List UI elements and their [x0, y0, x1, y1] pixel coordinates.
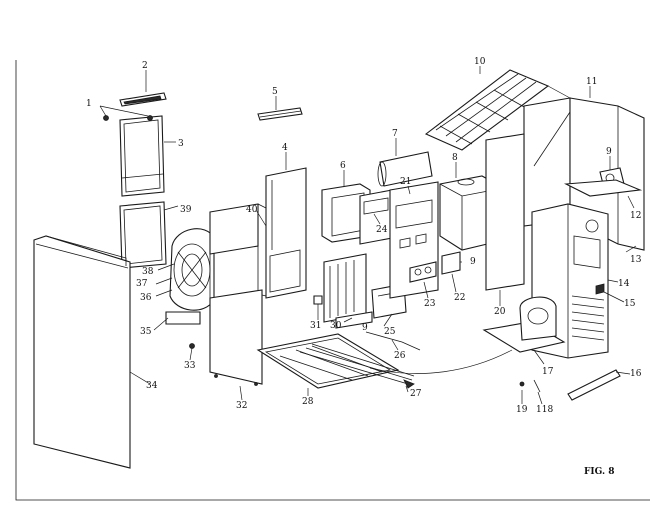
callout-28: 28 — [302, 397, 314, 407]
callout-20: 20 — [494, 307, 506, 317]
part-38-blower-assembly — [169, 228, 215, 311]
callout-11: 11 — [586, 77, 597, 87]
callout-38: 38 — [142, 267, 154, 277]
callout-9-fan: 9 — [606, 147, 612, 157]
part-31-fitting — [313, 295, 323, 305]
callout-14: 14 — [618, 279, 630, 289]
callout-9-relay: 9 — [470, 257, 476, 267]
callout-26: 26 — [394, 351, 406, 361]
part-5-bar — [257, 107, 303, 121]
callout-37: 37 — [136, 279, 148, 289]
part-32-lower-front-panel — [209, 289, 263, 386]
part-22-relay — [441, 251, 461, 275]
part-35-bracket — [165, 311, 201, 325]
callout-17: 17 — [542, 367, 554, 377]
part-24-heat-exchanger — [323, 189, 393, 323]
callout-31: 31 — [310, 321, 321, 331]
callout-12: 12 — [630, 211, 641, 221]
part-26-manifold — [365, 331, 421, 351]
callout-6: 6 — [340, 161, 346, 171]
callout-24: 24 — [376, 225, 388, 235]
callout-10: 10 — [474, 57, 486, 67]
callout-19: 19 — [516, 405, 528, 415]
part-2-top-bar — [119, 92, 167, 107]
callout-118: 118 — [536, 405, 553, 415]
callout-40: 40 — [246, 205, 258, 215]
part-1-screws — [99, 105, 153, 121]
callout-33: 33 — [184, 361, 196, 371]
callout-27: 27 — [410, 389, 422, 399]
part-23-controls — [409, 261, 437, 283]
callout-25: 25 — [384, 327, 396, 337]
part-7-flue-collector — [377, 151, 433, 187]
callout-9-bracket: 9 — [362, 323, 368, 333]
callout-34: 34 — [146, 381, 158, 391]
callout-3: 3 — [178, 139, 184, 149]
part-39-filter-panel — [119, 201, 167, 269]
part-30-bracket — [335, 311, 373, 329]
part-118-clip — [533, 379, 541, 393]
part-20-upper-panel — [485, 133, 525, 291]
callout-2: 2 — [142, 61, 148, 71]
part-40-blower-panel — [209, 203, 267, 301]
part-12-shelf — [563, 179, 643, 197]
part-17-motor-mount — [482, 296, 566, 353]
callout-30: 30 — [330, 321, 342, 331]
part-16-trim-bar — [567, 369, 621, 401]
callout-leaders — [129, 66, 637, 405]
part-33-screw — [189, 343, 195, 349]
part-27-burner-rails — [299, 343, 415, 389]
figure-frame — [15, 60, 650, 501]
callout-36: 36 — [140, 293, 152, 303]
callout-35: 35 — [140, 327, 152, 337]
callout-7: 7 — [392, 129, 398, 139]
part-34-side-panel — [33, 235, 131, 469]
callout-22: 22 — [454, 293, 465, 303]
callout-5: 5 — [272, 87, 278, 97]
callout-21: 21 — [400, 177, 411, 187]
callout-8: 8 — [452, 153, 458, 163]
callout-4: 4 — [282, 143, 288, 153]
callout-1: 1 — [86, 99, 92, 109]
part-15-handle — [595, 283, 605, 295]
callout-23: 23 — [424, 299, 436, 309]
callout-13: 13 — [630, 255, 642, 265]
wiring-leader — [369, 349, 513, 374]
leader-10-11 — [547, 85, 571, 99]
part-4-back-panel — [265, 167, 307, 299]
callout-32: 32 — [236, 401, 247, 411]
figure-label: FIG. 8 — [584, 467, 615, 477]
callout-39: 39 — [180, 205, 192, 215]
callout-16: 16 — [630, 369, 642, 379]
part-3-upper-door-panel — [119, 115, 165, 197]
part-28-base-pan — [256, 333, 400, 389]
part-19-screw — [519, 381, 525, 387]
callout-15: 15 — [624, 299, 636, 309]
